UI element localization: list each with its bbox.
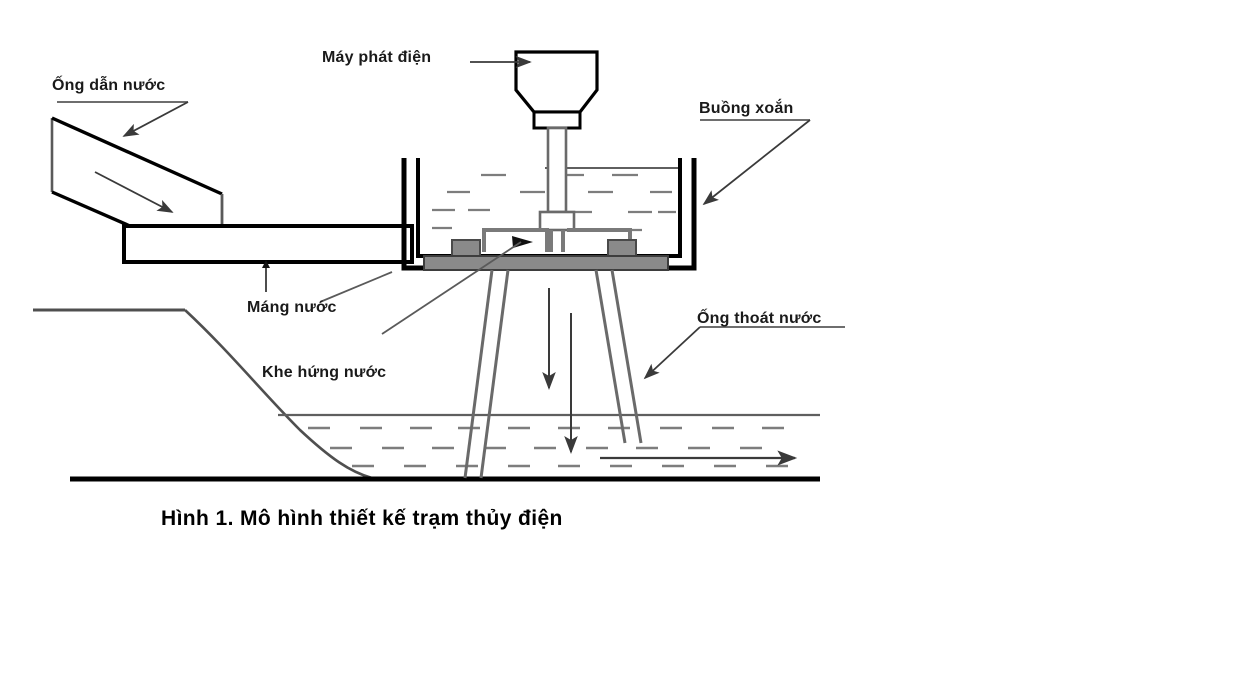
leader-inlet-diagonal xyxy=(122,101,189,137)
drain-pipe-left-inner xyxy=(479,269,510,479)
drain-pipe-right-outer xyxy=(610,269,643,444)
label-inlet-pipe: Ống dẫn nước xyxy=(52,74,165,94)
leader-chamber-diagonal xyxy=(702,119,811,206)
label-water-trough: Máng nước xyxy=(247,299,337,316)
runner-arch-left xyxy=(482,228,549,252)
inlet-flow-arrow xyxy=(94,171,174,213)
drain-pipes-group xyxy=(463,269,643,479)
label-spiral-chamber: Buồng xoắn xyxy=(699,98,793,117)
generator-coupling xyxy=(532,110,582,130)
drain-pipe-left-outer xyxy=(463,269,494,479)
riverbank-slope xyxy=(184,309,373,480)
tailwater-group xyxy=(278,413,820,468)
turbine-base-plate xyxy=(423,255,669,271)
chute-top-edge xyxy=(51,116,223,196)
label-generator: Máy phát điện xyxy=(322,49,431,66)
generator-group xyxy=(514,50,599,232)
leader-intake-slot xyxy=(381,241,522,335)
trough-pointer-arrowhead xyxy=(262,260,270,268)
terrain-group xyxy=(33,308,820,482)
turbine-assembly-group xyxy=(423,228,669,271)
leader-lines-group xyxy=(57,55,845,380)
drain-pipe-right-inner xyxy=(594,269,627,444)
chute-bottom-edge xyxy=(51,190,131,228)
label-intake-slot: Khe hứng nước xyxy=(262,364,386,381)
label-drain-pipe: Ống thoát nước xyxy=(697,307,821,327)
leader-drain-diagonal xyxy=(643,326,701,380)
shaft-hub xyxy=(538,210,576,232)
generator-body xyxy=(514,50,599,114)
generator-shaft xyxy=(546,126,568,214)
inlet-chute-group xyxy=(50,116,224,228)
trough-body xyxy=(122,224,414,264)
tailwater-dashes xyxy=(308,426,788,468)
leader-trough xyxy=(319,271,393,303)
figure-caption: Hình 1. Mô hình thiết kế trạm thủy điện xyxy=(161,507,563,530)
chamber-water-dashes xyxy=(432,173,676,232)
water-trough-group xyxy=(122,224,414,292)
